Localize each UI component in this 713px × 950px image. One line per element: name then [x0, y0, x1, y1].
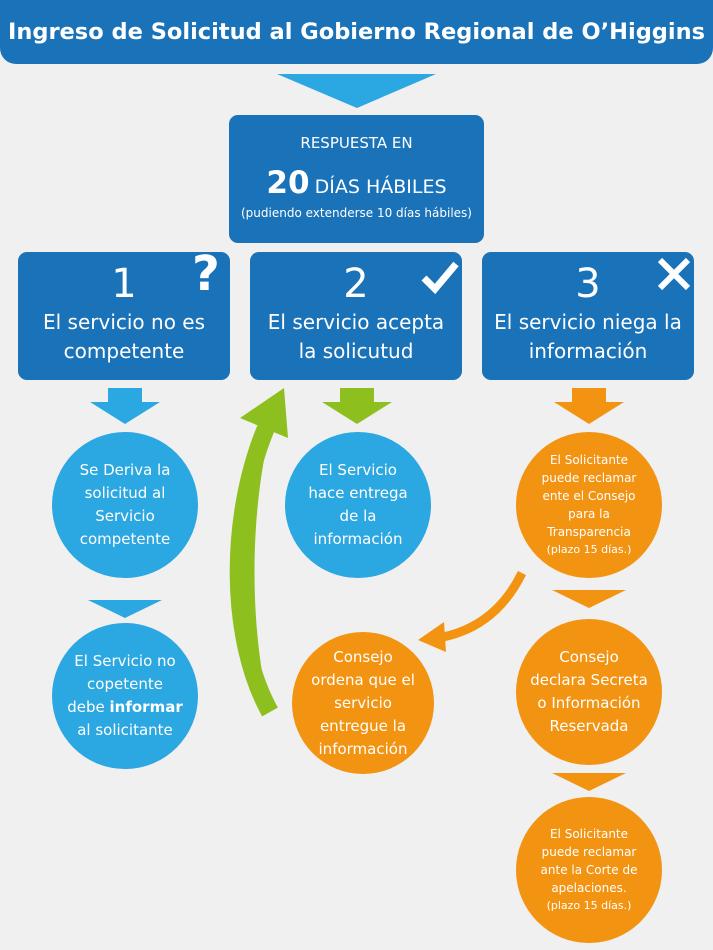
claim-council-text: El Solicitante puede reclamar ente el Co…	[541, 453, 637, 539]
response-note: (pudiendo extenderse 10 días hábiles)	[241, 206, 472, 220]
arrow-derive-to-inform	[88, 600, 162, 618]
arrow-claim-to-declare	[552, 590, 626, 608]
response-label: RESPUESTA EN	[300, 134, 413, 152]
claim-court-circle: El Solicitante puede reclamar ante la Co…	[516, 797, 662, 943]
arrow-header-to-response	[277, 74, 436, 108]
curved-arrow-orders-to-option2	[229, 388, 288, 717]
council-orders-circle: Consejo ordena que el servicio entregue …	[292, 632, 434, 774]
option-number: 2	[343, 261, 369, 307]
inform-text-post: al solicitante	[77, 721, 173, 739]
page-title-text: Ingreso de Solicitud al Gobierno Regiona…	[7, 19, 706, 45]
arrow-declare-to-court	[552, 773, 626, 791]
response-days: 20 DÍAS HÁBILES	[229, 165, 484, 201]
council-declares-circle: Consejo declara Secreta o Información Re…	[516, 619, 662, 765]
arrow-option3-to-claim	[554, 388, 624, 424]
inform-text: El Servicio no copetente debe informar a…	[66, 650, 184, 742]
claim-court-text: El Solicitante puede reclamar ante la Co…	[540, 827, 638, 895]
arrow-option2-to-deliver	[322, 388, 392, 424]
option-box-3: 3 El servicio niega la información	[482, 252, 694, 380]
curved-arrow-claim-to-orders	[418, 570, 527, 652]
council-declares-text: Consejo declara Secreta o Información Re…	[530, 648, 648, 735]
option-number: 1	[111, 261, 137, 307]
derive-text: Se Deriva la solicitud al Servicio compe…	[79, 461, 171, 548]
option-text: El servicio no es competente	[42, 310, 206, 363]
claim-court-term: (plazo 15 días.)	[546, 899, 632, 912]
question-mark-icon: ?	[192, 246, 220, 302]
council-orders-text: Consejo ordena que el servicio entregue …	[311, 647, 415, 758]
option-text: El servicio niega la información	[494, 310, 682, 363]
option-box-1: 1 El servicio no es competente ?	[18, 246, 230, 380]
option-text: El servicio acepta la solicutud	[267, 310, 445, 363]
option-box-2: 2 El servicio acepta la solicutud	[250, 252, 462, 380]
derive-circle: Se Deriva la solicitud al Servicio compe…	[52, 432, 198, 578]
claim-council-term: (plazo 15 días.)	[546, 543, 632, 556]
claim-council-circle: El Solicitante puede reclamar ente el Co…	[516, 432, 662, 578]
response-number: 20	[266, 165, 310, 201]
response-time-box: RESPUESTA EN 20 DÍAS HÁBILES (pudiendo e…	[229, 115, 484, 243]
page-title: Ingreso de Solicitud al Gobierno Regiona…	[0, 0, 713, 64]
inform-text-bold: informar	[109, 698, 183, 716]
inform-circle: El Servicio no copetente debe informar a…	[52, 623, 198, 769]
arrow-option1-to-derive	[90, 388, 160, 424]
deliver-text: El Servicio hace entrega de la informaci…	[308, 461, 408, 548]
deliver-circle: El Servicio hace entrega de la informaci…	[285, 432, 431, 578]
option-number: 3	[575, 261, 601, 307]
inform-text-pre: El Servicio no copetente debe	[67, 652, 176, 716]
checkmark-icon	[421, 261, 459, 295]
response-unit: DÍAS HÁBILES	[314, 176, 447, 198]
cross-icon	[657, 257, 691, 291]
